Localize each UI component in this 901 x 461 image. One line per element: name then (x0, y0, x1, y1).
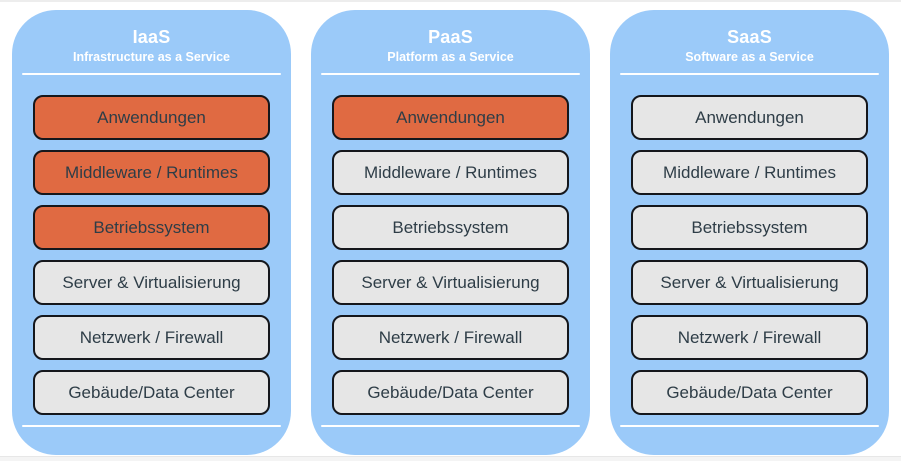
layer-server-virtualisierung: Server & Virtualisierung (332, 260, 569, 305)
header-divider (321, 73, 580, 75)
panel-title-saas: SaaS (727, 27, 772, 47)
panel-paas: PaaS Platform as a Service Anwendungen M… (311, 10, 590, 455)
window-top-edge (0, 0, 901, 2)
layer-netzwerk-firewall: Netzwerk / Firewall (332, 315, 569, 360)
layer-server-virtualisierung: Server & Virtualisierung (631, 260, 868, 305)
panel-subtitle-saas: Software as a Service (685, 50, 814, 64)
layer-anwendungen: Anwendungen (631, 95, 868, 140)
footer-divider (321, 425, 580, 427)
layer-anwendungen: Anwendungen (33, 95, 270, 140)
layer-anwendungen: Anwendungen (332, 95, 569, 140)
layer-stack-iaas: Anwendungen Middleware / Runtimes Betrie… (32, 95, 271, 415)
header-divider (620, 73, 879, 75)
layer-stack-paas: Anwendungen Middleware / Runtimes Betrie… (331, 95, 570, 415)
footer-divider (22, 425, 281, 427)
panel-title-paas: PaaS (428, 27, 473, 47)
header-divider (22, 73, 281, 75)
layer-gebaeude-data-center: Gebäude/Data Center (332, 370, 569, 415)
cloud-service-models-diagram: IaaS Infrastructure as a Service Anwendu… (12, 10, 889, 455)
panel-saas: SaaS Software as a Service Anwendungen M… (610, 10, 889, 455)
panel-subtitle-iaas: Infrastructure as a Service (72, 50, 231, 64)
layer-middleware-runtimes: Middleware / Runtimes (332, 150, 569, 195)
layer-netzwerk-firewall: Netzwerk / Firewall (33, 315, 270, 360)
panel-subtitle-paas: Platform as a Service (387, 50, 514, 64)
layer-stack-saas: Anwendungen Middleware / Runtimes Betrie… (630, 95, 869, 415)
layer-server-virtualisierung: Server & Virtualisierung (33, 260, 270, 305)
layer-middleware-runtimes: Middleware / Runtimes (33, 150, 270, 195)
panel-title-iaas: IaaS (132, 27, 171, 47)
layer-gebaeude-data-center: Gebäude/Data Center (631, 370, 868, 415)
footer-divider (620, 425, 879, 427)
layer-betriebssystem: Betriebssystem (631, 205, 868, 250)
layer-netzwerk-firewall: Netzwerk / Firewall (631, 315, 868, 360)
window-bottom-edge (0, 456, 901, 461)
layer-gebaeude-data-center: Gebäude/Data Center (33, 370, 270, 415)
layer-betriebssystem: Betriebssystem (33, 205, 270, 250)
panel-iaas: IaaS Infrastructure as a Service Anwendu… (12, 10, 291, 455)
layer-middleware-runtimes: Middleware / Runtimes (631, 150, 868, 195)
layer-betriebssystem: Betriebssystem (332, 205, 569, 250)
